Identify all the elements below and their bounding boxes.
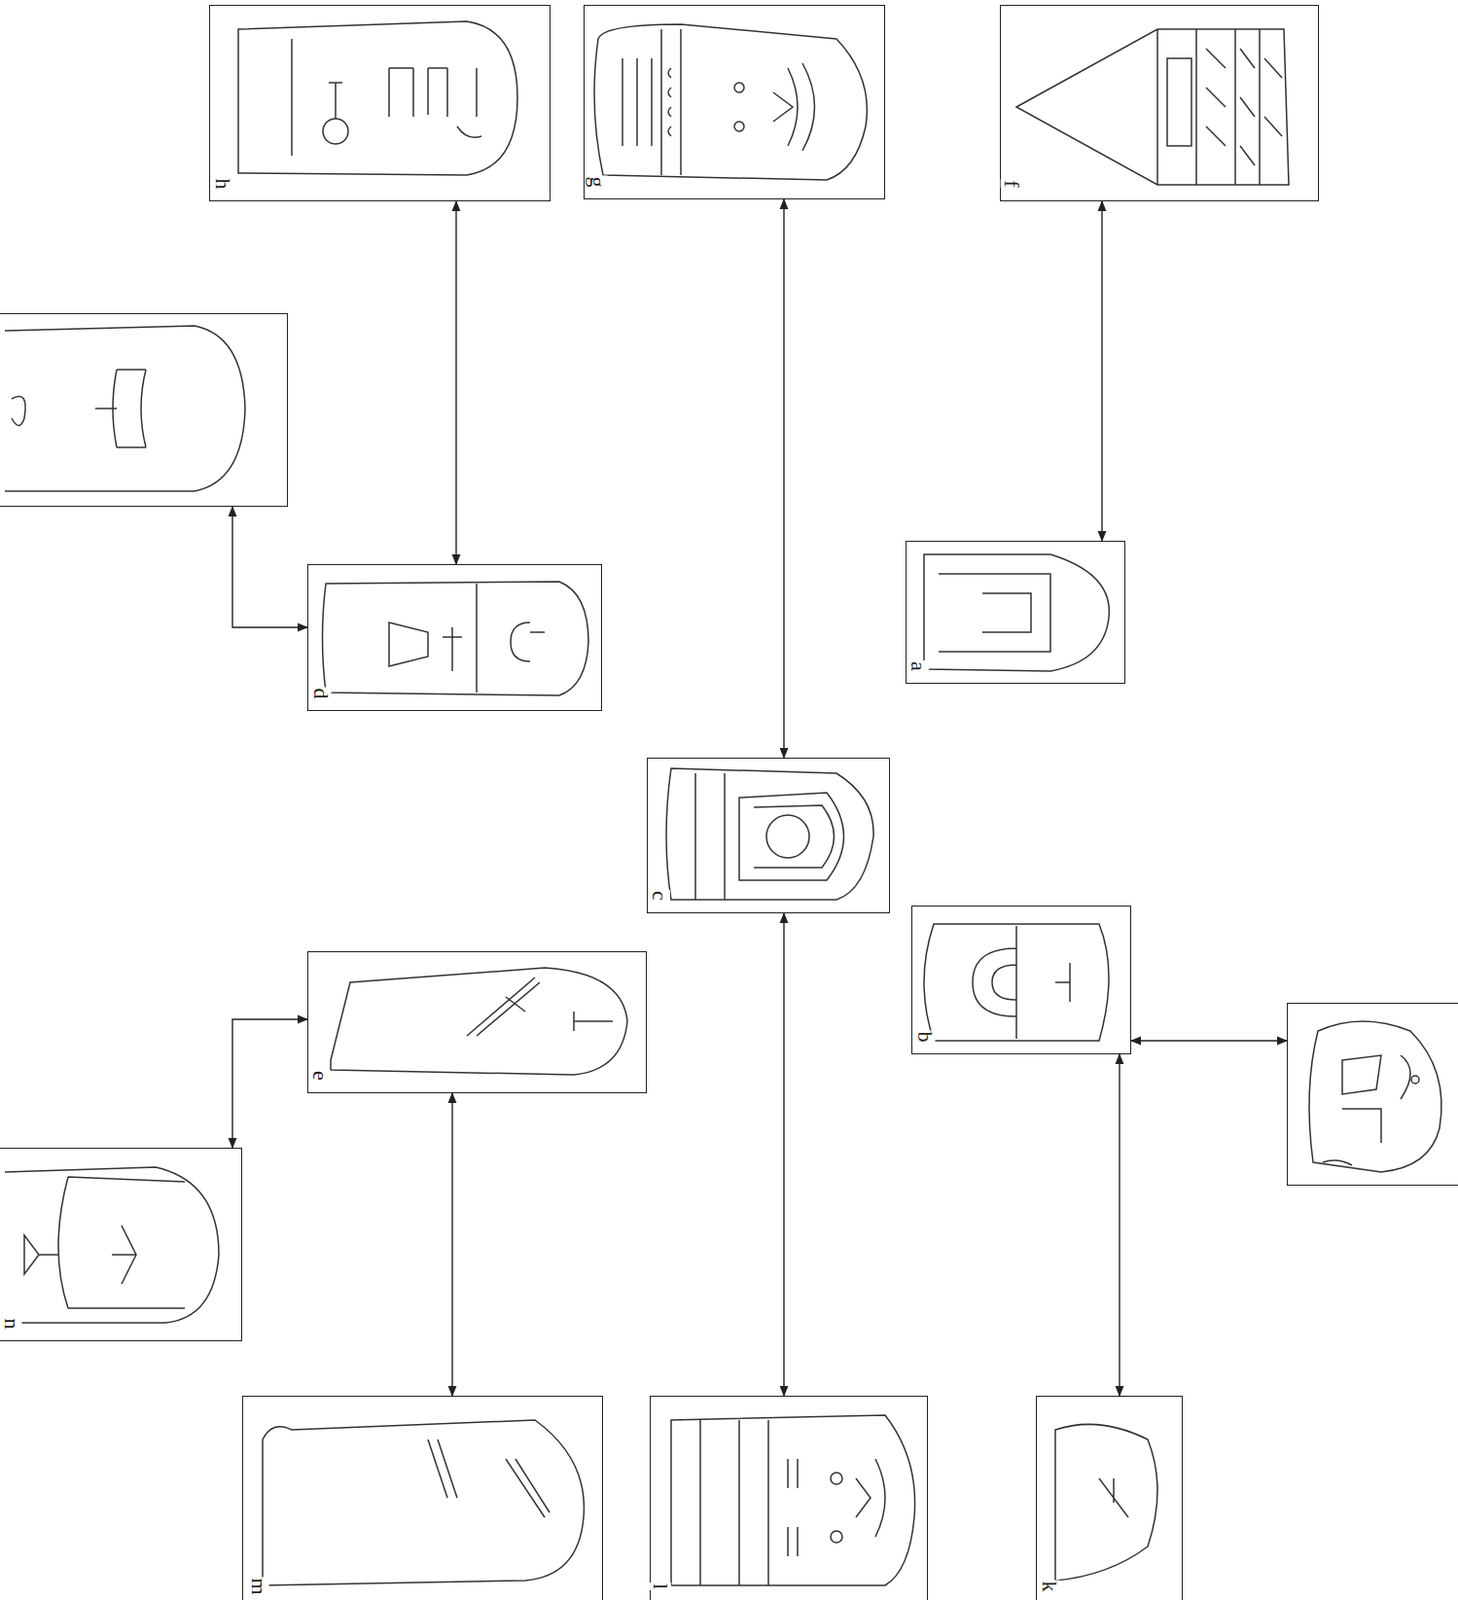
stele-sketch	[330, 967, 628, 1075]
stele-sketch	[4, 325, 246, 492]
stele-sketch	[322, 581, 590, 696]
stele-sketch	[238, 21, 518, 176]
double-arrow	[455, 201, 457, 565]
stele-panel: l	[649, 1395, 928, 1600]
stele-panel: c	[646, 757, 890, 914]
stele-sketch	[1309, 1021, 1442, 1173]
stele-panel: g	[583, 4, 886, 200]
double-arrow	[232, 506, 308, 628]
panel-letter: e	[309, 1069, 331, 1082]
stele-panel: e	[307, 951, 647, 1094]
stele-panel: a	[905, 540, 1126, 684]
stele-sketch	[1055, 1423, 1158, 1581]
double-arrow	[1101, 201, 1103, 541]
stele-sketch	[4, 1167, 219, 1323]
stele-sketch	[666, 768, 874, 900]
stele-panel: d	[307, 564, 603, 712]
double-arrow	[1118, 1054, 1120, 1396]
stele-sketch	[262, 1420, 584, 1586]
stele-panel: m	[242, 1395, 604, 1600]
double-arrow	[782, 913, 784, 1396]
double-arrow	[782, 199, 784, 758]
stele-panel: b	[911, 905, 1132, 1055]
stele-panel: f	[999, 4, 1319, 202]
panel-letter: l	[649, 1582, 672, 1591]
stele-panel	[0, 313, 288, 507]
panel-letter: d	[310, 687, 332, 701]
panel-letter: b	[914, 1031, 936, 1044]
double-arrow	[1131, 1039, 1287, 1041]
stele-sketch	[924, 924, 1109, 1041]
double-arrow	[451, 1093, 453, 1396]
stele-sketch	[671, 1415, 916, 1586]
stele-sketch	[1016, 29, 1289, 185]
double-arrow	[232, 1019, 308, 1148]
panel-letter: a	[907, 660, 929, 673]
panel-letter: m	[248, 1576, 270, 1596]
panel-letter: g	[586, 176, 608, 189]
panel-letter: c	[648, 889, 671, 902]
stele-panel	[1286, 1002, 1458, 1186]
panel-letter: n	[0, 1317, 23, 1331]
panel-letter: f	[1000, 178, 1023, 188]
stele-sketch	[924, 554, 1109, 672]
stele-sketch	[594, 24, 867, 180]
stele-panel: k	[1035, 1395, 1183, 1600]
stele-panel: h	[209, 4, 551, 202]
panel-letter: h	[212, 177, 234, 191]
panel-letter: k	[1038, 1580, 1061, 1594]
stele-panel: n	[0, 1147, 243, 1342]
